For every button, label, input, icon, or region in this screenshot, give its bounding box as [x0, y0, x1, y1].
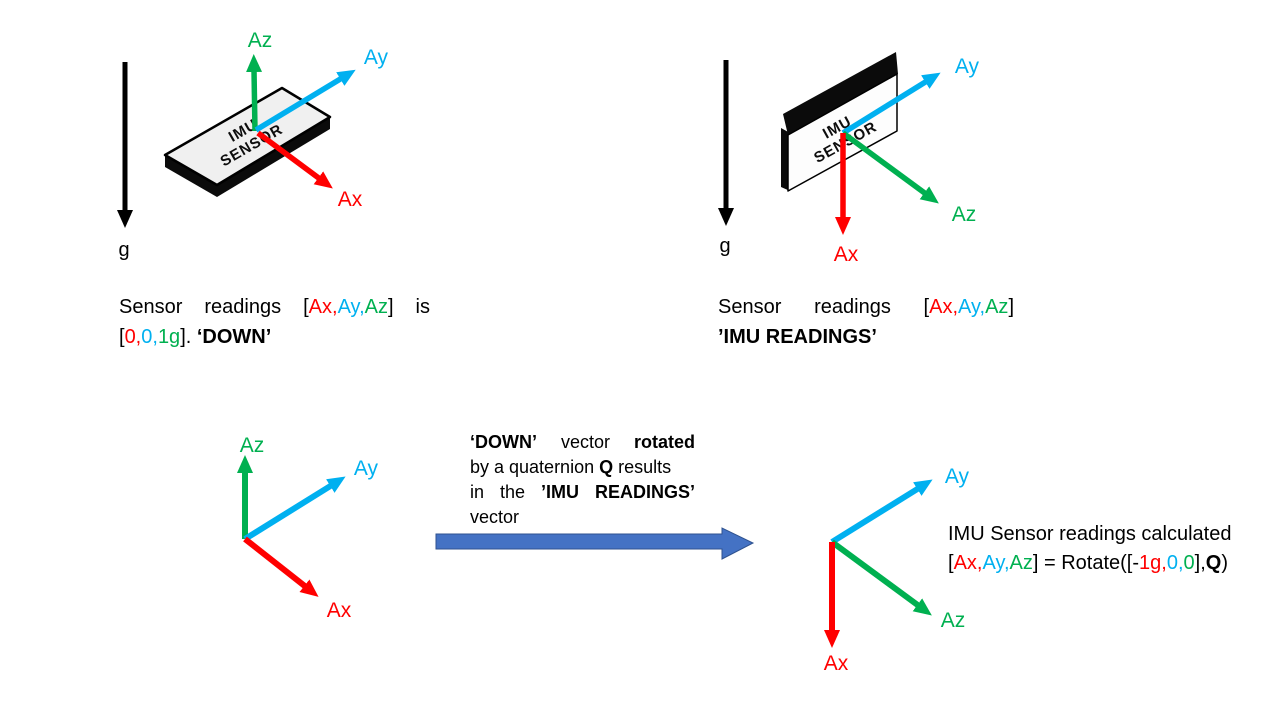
axis-ay-label: Ay	[945, 465, 970, 488]
axis-ay-arrow	[841, 72, 941, 136]
scene-axes-imu: Ay Az Ax	[824, 465, 970, 675]
imu-plate-flat: IMU SENSOR	[163, 86, 332, 197]
axis-az-label: Az	[240, 434, 265, 457]
scene-axes-down: Az Ay Ax	[237, 434, 379, 622]
caption-imu-line1: Sensor readings [Ax,Ay,Az]	[718, 296, 1014, 318]
axis-az-label: Az	[248, 29, 273, 52]
axis-ax-label: Ax	[824, 652, 849, 675]
caption-down-line1: Sensor readings [Ax,Ay,Az] is	[119, 296, 430, 318]
rotate-transform-arrow	[435, 527, 755, 560]
axis-ay-arrow	[830, 479, 933, 545]
axis-az-label: Az	[952, 203, 977, 226]
axis-ax-arrow	[256, 130, 333, 189]
axis-ay-label: Ay	[955, 55, 980, 78]
plate-side-front	[217, 117, 330, 197]
caption-calc-line2: [Ax,Ay,Az] = Rotate([-1g,0,0],Q)	[948, 552, 1229, 574]
plate-edge-top	[783, 52, 898, 135]
note-line4: vector	[470, 507, 520, 527]
caption-calculated: IMU Sensor readings calculated [Ax,Ay,Az…	[948, 520, 1280, 578]
caption-imu-line2: ’IMU READINGS’	[718, 326, 877, 348]
axis-ay-label: Ay	[354, 457, 379, 480]
gravity-label: g	[118, 239, 129, 261]
caption-down: Sensor readings [Ax,Ay,Az] is [0,0,1g]. …	[119, 292, 430, 352]
axis-ax-label: Ax	[338, 188, 363, 211]
axis-az-label: Az	[941, 609, 966, 632]
axis-ax-arrow	[243, 536, 319, 597]
axis-ax-label: Ax	[834, 243, 859, 266]
note-line3: in the ’IMU READINGS’	[470, 482, 695, 502]
axis-az-arrow	[246, 54, 263, 132]
transform-note: ‘DOWN’ vector rotated by a quaternion Q …	[470, 430, 695, 530]
axis-az-arrow	[841, 130, 939, 204]
scene-imu: g IMU SENSOR Ay Az Ax	[718, 52, 980, 266]
plate-face	[787, 73, 898, 192]
axis-ay-label: Ay	[364, 46, 389, 69]
imu-plate-tilted: IMU SENSOR	[781, 52, 898, 192]
gravity-label: g	[719, 235, 730, 257]
scene-down: g IMU SENSOR Az Ay Ax	[117, 29, 389, 261]
axis-ay-arrow	[254, 69, 356, 133]
caption-down-line2: [0,0,1g]. ‘DOWN’	[119, 326, 272, 348]
axis-ax-label: Ax	[327, 599, 352, 622]
note-line1: ‘DOWN’ vector rotated	[470, 432, 695, 452]
caption-calc-line1: IMU Sensor readings calculated	[948, 523, 1232, 545]
note-line2: by a quaternion Q results	[470, 457, 672, 477]
axis-ay-arrow	[243, 476, 346, 542]
plate-side-left	[165, 155, 217, 197]
caption-imu-readings: Sensor readings [Ax,Ay,Az] ’IMU READINGS…	[718, 292, 1014, 352]
axis-az-arrow	[830, 539, 932, 616]
